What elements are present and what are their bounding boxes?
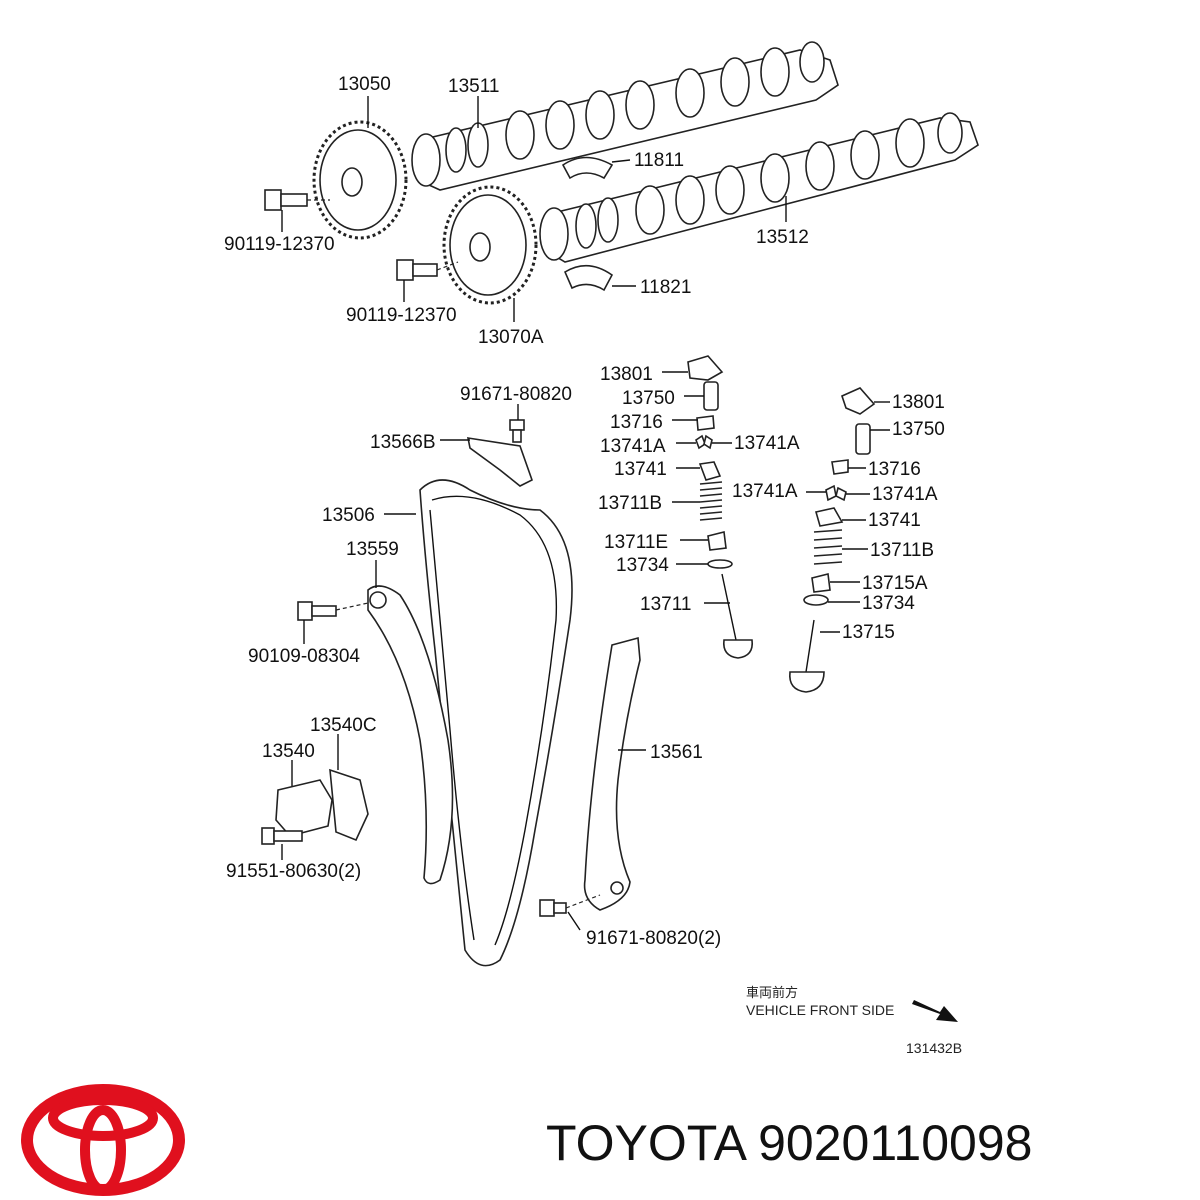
label-13559: 13559 <box>346 539 399 560</box>
bolt-91671-top <box>509 419 525 443</box>
label-left-13734: 13734 <box>616 555 669 576</box>
label-right-13716: 13716 <box>868 459 921 480</box>
label-91671-bottom: 91671-80820(2) <box>586 928 721 949</box>
timing-chain-13506 <box>419 479 573 967</box>
bolt-91671-bottom <box>539 894 601 917</box>
orientation-cjk: 車両前方 <box>746 985 798 1001</box>
bolt-90119-b <box>396 259 459 281</box>
brand-title: TOYOTA 9020110098 <box>546 1115 1032 1171</box>
label-left-13711: 13711 <box>640 594 691 615</box>
label-left-13801: 13801 <box>600 364 653 385</box>
bolt-91551 <box>261 827 303 845</box>
figure-code: 131432B <box>906 1040 962 1056</box>
label-left-13741a-1: 13741A <box>600 436 666 457</box>
label-left-13711b: 13711B <box>598 493 662 514</box>
label-13070a: 13070A <box>478 327 544 348</box>
label-left-13716: 13716 <box>610 412 663 433</box>
bolt-90109 <box>297 601 369 621</box>
label-91551: 91551-80630(2) <box>226 861 361 882</box>
label-13050: 13050 <box>338 74 391 95</box>
bearing-11821 <box>563 264 614 292</box>
bearing-11811 <box>561 156 614 180</box>
orientation-text: VEHICLE FRONT SIDE <box>746 1002 894 1018</box>
label-13540: 13540 <box>262 741 315 762</box>
label-right-13741a-2: 13741A <box>872 484 938 505</box>
label-90119-a: 90119-12370 <box>224 234 335 255</box>
label-right-13711b: 13711B <box>870 540 934 561</box>
label-90119-b: 90119-12370 <box>346 305 457 326</box>
label-13511: 13511 <box>448 76 499 97</box>
label-13512: 13512 <box>756 227 809 248</box>
label-right-13750: 13750 <box>892 419 945 440</box>
label-left-13741: 13741 <box>614 459 667 480</box>
label-left-13711e: 13711E <box>604 532 668 553</box>
label-90109: 90109-08304 <box>248 646 360 667</box>
label-13566b: 13566B <box>370 432 436 453</box>
label-91671-top: 91671-80820 <box>460 384 572 405</box>
camshaft-13511 <box>411 41 839 191</box>
label-right-13741: 13741 <box>868 510 921 531</box>
label-13540c: 13540C <box>310 715 377 736</box>
label-13561: 13561 <box>650 742 703 763</box>
label-right-13741a-1: 13741A <box>732 481 798 502</box>
label-right-13801: 13801 <box>892 392 945 413</box>
label-right-13734: 13734 <box>862 593 915 614</box>
valve-train-left <box>687 355 754 659</box>
toyota-logo <box>21 1084 185 1196</box>
gasket-13540c <box>329 768 369 842</box>
label-11811: 11811 <box>634 150 684 171</box>
label-left-13750: 13750 <box>622 388 675 409</box>
label-right-13715: 13715 <box>842 622 895 643</box>
label-right-13715a: 13715A <box>862 573 928 594</box>
camshaft-13512 <box>539 112 979 263</box>
tensioner-arm-13559 <box>367 585 454 885</box>
sprocket-13070a <box>442 185 538 305</box>
label-11821: 11821 <box>640 277 691 298</box>
guide-13566b <box>466 437 533 487</box>
direction-arrow-icon <box>912 1000 958 1022</box>
label-left-13741a-2: 13741A <box>734 433 800 454</box>
chain-guide-13561 <box>583 636 641 911</box>
bolt-90119-a <box>264 189 330 211</box>
tensioner-13540 <box>275 779 333 837</box>
valve-train-right <box>789 387 876 693</box>
sprocket-13050 <box>312 120 408 240</box>
leader-lines <box>281 96 890 931</box>
label-13506: 13506 <box>322 505 375 526</box>
